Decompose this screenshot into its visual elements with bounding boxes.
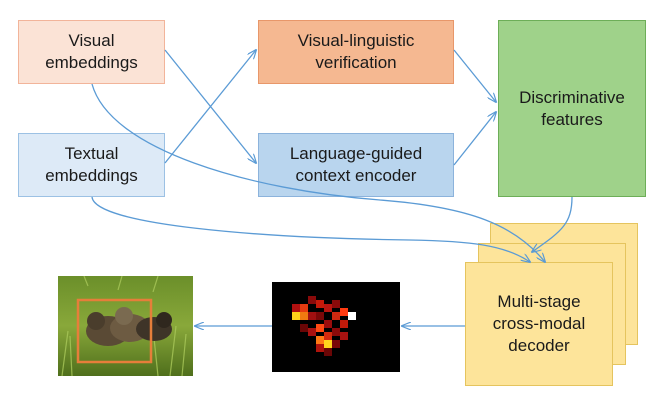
heatmap-cell: [308, 312, 316, 320]
ducklings: [86, 307, 172, 346]
multi-stage-cross-modal-decoder-label: Multi-stage cross-modal decoder: [492, 292, 586, 355]
visual-linguistic-verification-box: Visual-linguistic verification: [258, 20, 454, 84]
heatmap-cell: [292, 312, 300, 320]
heatmap-cell: [316, 324, 324, 332]
visual-embeddings-label: Visual embeddings: [45, 31, 138, 72]
discriminative-features-box: Discriminative features: [498, 20, 646, 197]
arrow-discriminative-to-decoder: [532, 196, 573, 252]
heatmap-cell: [308, 328, 316, 336]
heatmap-cell: [340, 320, 348, 328]
language-guided-context-encoder-label: Language-guided context encoder: [289, 144, 423, 185]
heatmap-cell: [300, 324, 308, 332]
arrow-textual-to-verification: [164, 50, 256, 164]
bounding-box: [76, 298, 153, 364]
textual-embeddings-label: Textual embeddings: [45, 144, 138, 185]
arrow-textual-to-decoder: [91, 196, 530, 262]
heatmap-cell: [316, 300, 324, 308]
heatmap-cell: [292, 304, 300, 312]
textual-embeddings-box: Textual embeddings: [18, 133, 165, 197]
heatmap-cell: [316, 312, 324, 320]
heatmap-cell: [340, 308, 348, 316]
heatmap-cell: [324, 348, 332, 356]
heatmap-cell: [316, 336, 324, 344]
arrow-encoder-to-discriminative: [453, 112, 496, 166]
heatmap-cell: [332, 300, 340, 308]
heatmap-cell: [332, 328, 340, 336]
visual-linguistic-verification-label: Visual-linguistic verification: [297, 31, 415, 72]
heatmap-cell: [324, 320, 332, 328]
heatmap-cell: [316, 344, 324, 352]
heatmap-cell: [348, 312, 356, 320]
language-guided-context-encoder-box: Language-guided context encoder: [258, 133, 454, 197]
heatmap-cell: [300, 312, 308, 320]
output-photo-image: [58, 276, 193, 376]
arrow-visual-to-decoder: [91, 83, 545, 262]
heatmap-cell: [324, 304, 332, 312]
heatmap-cell: [340, 332, 348, 340]
heatmap-cell: [300, 304, 308, 312]
visual-embeddings-box: Visual embeddings: [18, 20, 165, 84]
heatmap-image: [272, 282, 400, 372]
heatmap-cell: [324, 340, 332, 348]
heatmap-cell: [308, 296, 316, 304]
arrow-verification-to-discriminative: [453, 49, 496, 102]
discriminative-features-label: Discriminative features: [519, 87, 625, 129]
multi-stage-cross-modal-decoder-box: Multi-stage cross-modal decoder: [465, 262, 613, 386]
heatmap-cell: [324, 332, 332, 340]
heatmap-cell: [332, 340, 340, 348]
heatmap-cell: [332, 312, 340, 320]
